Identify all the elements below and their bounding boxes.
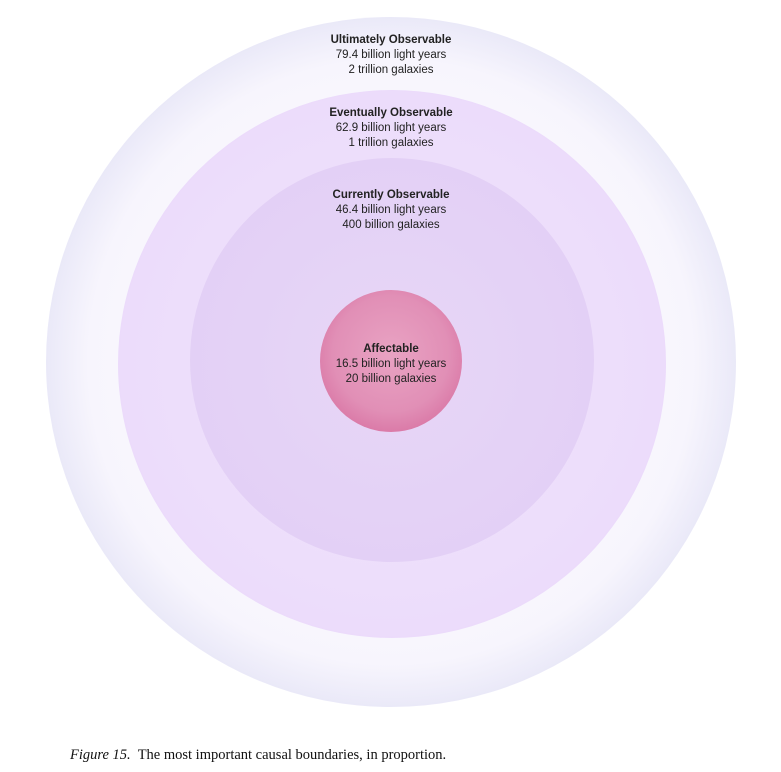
figure-number: Figure 15. — [70, 747, 131, 763]
figure-caption: Figure 15. The most important causal bou… — [70, 747, 446, 764]
caption-text: The most important causal boundaries, in… — [137, 747, 447, 763]
ring-galaxies: 20 billion galaxies — [345, 373, 437, 385]
ring-galaxies: 400 billion galaxies — [342, 219, 440, 231]
ring-title: Affectable — [363, 343, 419, 355]
ultimately-observable-label: Ultimately Observable 79.4 billion light… — [241, 33, 541, 78]
eventually-observable-label: Eventually Observable 62.9 billion light… — [241, 106, 541, 151]
ring-distance: 46.4 billion light years — [335, 204, 447, 216]
ring-galaxies: 2 trillion galaxies — [348, 64, 434, 76]
ring-title: Ultimately Observable — [330, 34, 452, 46]
affectable-label: Affectable 16.5 billion light years 20 b… — [241, 342, 541, 387]
ring-title: Eventually Observable — [329, 107, 453, 119]
currently-observable-label: Currently Observable 46.4 billion light … — [241, 188, 541, 233]
ring-distance: 62.9 billion light years — [335, 122, 447, 134]
ring-distance: 16.5 billion light years — [335, 358, 447, 370]
affectable-circle — [320, 290, 462, 432]
ring-title: Currently Observable — [332, 189, 450, 201]
ring-galaxies: 1 trillion galaxies — [348, 137, 434, 149]
ring-distance: 79.4 billion light years — [335, 49, 447, 61]
